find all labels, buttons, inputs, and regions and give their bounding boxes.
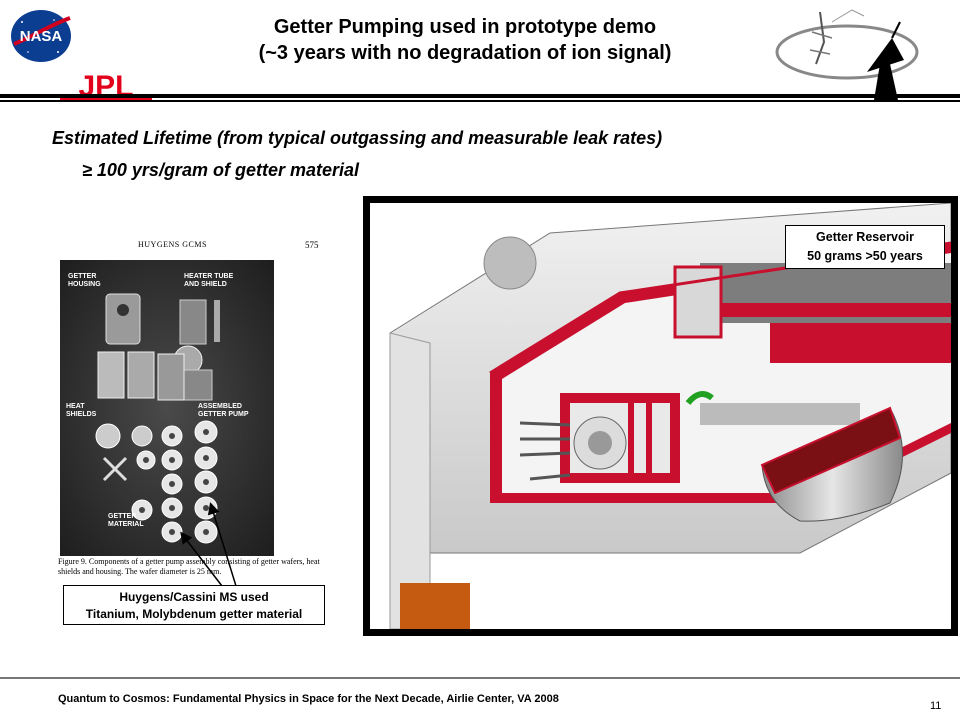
slide-title: Getter Pumping used in prototype demo (~…: [160, 14, 770, 66]
reservoir-line-1: Getter Reservoir: [816, 230, 914, 244]
bullet-rate: ≥ 100 yrs/gram of getter material: [82, 160, 359, 180]
page-number: 11: [930, 700, 942, 712]
nasa-logo: NASA: [8, 8, 74, 64]
svg-text:JPL: JPL: [78, 70, 133, 103]
svg-text:NASA: NASA: [20, 28, 63, 45]
paper-page-number: 575: [305, 240, 319, 250]
bullet-lifetime: Estimated Lifetime (from typical outgass…: [52, 128, 663, 148]
figure-caption: Figure 9. Components of a getter pump as…: [58, 557, 320, 576]
huygens-callout: Huygens/Cassini MS used Titanium, Molybd…: [63, 585, 325, 625]
header-rule-thick: [0, 94, 960, 98]
header-rule-thin: [0, 100, 960, 102]
title-line-2: (~3 years with no degradation of ion sig…: [258, 42, 672, 64]
getter-reservoir-callout: Getter Reservoir 50 grams >50 years: [785, 225, 945, 269]
footer-text: Quantum to Cosmos: Fundamental Physics i…: [58, 693, 559, 705]
paper-header: HUYGENS GCMS: [138, 240, 207, 249]
huygens-callout-line-1: Huygens/Cassini MS used: [119, 590, 269, 604]
footer-rule: [0, 677, 960, 679]
dsn-antenna-logo: [772, 2, 922, 102]
title-line-1: Getter Pumping used in prototype demo: [273, 16, 657, 38]
jpl-logo: JPL: [60, 70, 152, 104]
reservoir-line-2: 50 grams >50 years: [807, 249, 923, 263]
getter-cad-render: [363, 196, 958, 636]
huygens-callout-line-2: Titanium, Molybdenum getter material: [85, 607, 303, 621]
